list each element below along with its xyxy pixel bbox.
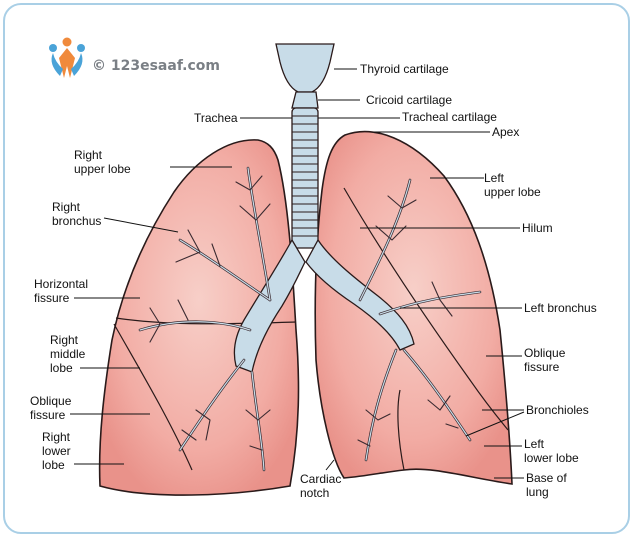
label-cardiac-notch: Cardiac notch [300,472,342,500]
label-tracheal-cartilage: Tracheal cartilage [402,110,497,124]
bronchioles [139,167,481,471]
label-right-upper-lobe: Right upper lobe [74,148,131,176]
label-horizontal-fissure: Horizontal fissure [34,277,89,305]
label-right-lower-lobe: Right lower lobe [42,430,71,472]
label-left-lower-lobe: Left lower lobe [524,437,579,465]
right-lung [98,139,300,496]
bronchiole-twigs [149,175,459,451]
label-apex: Apex [492,125,520,139]
brand-watermark: © 123esaaf.com [92,58,220,74]
label-left-bronchus: Left bronchus [524,301,597,315]
logo-icon [49,37,85,78]
fissures [113,187,509,471]
label-hilum: Hilum [522,221,553,235]
airway [233,43,415,373]
label-right-bronchus: Right bronchus [52,200,102,228]
label-bronchioles: Bronchioles [526,403,589,417]
tracheal-rings [292,115,318,237]
label-oblique-fissure-right: Oblique fissure [30,394,72,422]
leader-lines [70,68,525,479]
label-cricoid-cartilage: Cricoid cartilage [366,93,453,107]
label-left-upper-lobe: Left upper lobe [484,171,541,199]
label-oblique-fissure-left: Oblique fissure [524,346,566,374]
label-thyroid-cartilage: Thyroid cartilage [360,62,449,76]
label-base-of-lung: Base of lung [526,471,567,499]
label-right-middle-lobe: Right middle lobe [50,333,86,375]
label-trachea: Trachea [194,111,238,125]
